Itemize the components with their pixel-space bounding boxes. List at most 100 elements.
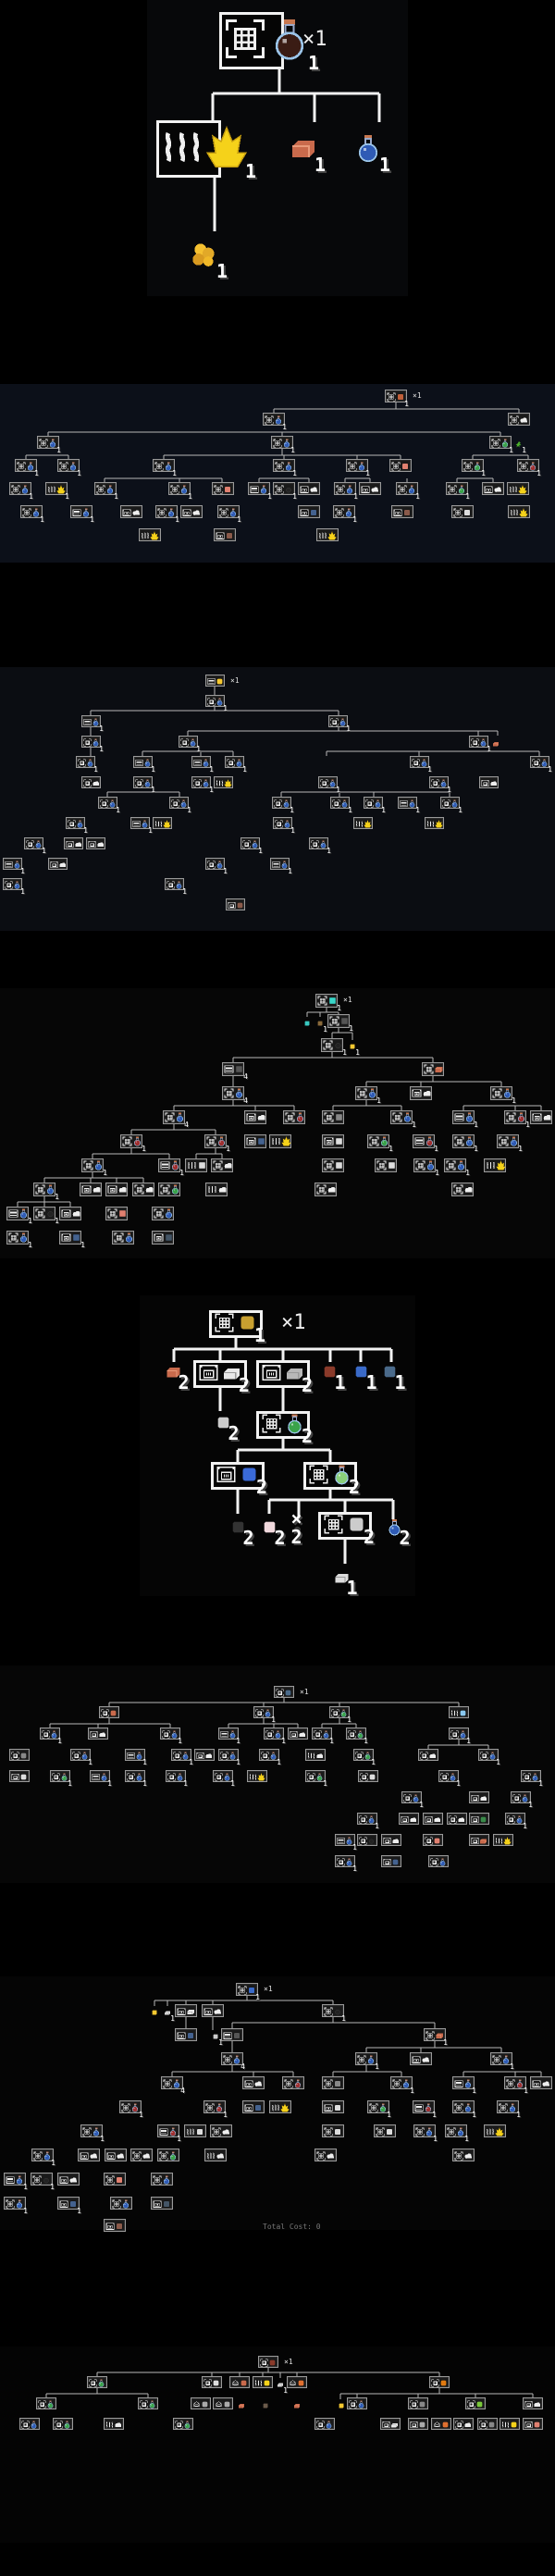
recipe-node[interactable]: 2 [193, 1360, 250, 1394]
recipe-node[interactable]: 1 [248, 482, 272, 500]
recipe-node[interactable] [322, 2124, 344, 2137]
recipe-node[interactable] [194, 1749, 215, 1761]
ingredient-item[interactable]: 1 [276, 2378, 288, 2394]
recipe-node[interactable] [202, 2376, 222, 2388]
ingredient-item[interactable]: 1 [163, 2006, 175, 2022]
ingredient-item[interactable]: 1 [355, 134, 390, 174]
recipe-node[interactable] [381, 1855, 401, 1867]
recipe-node[interactable]: 1 [119, 2100, 143, 2118]
recipe-node[interactable] [347, 2397, 367, 2409]
recipe-node[interactable]: 1 [264, 1728, 286, 1745]
recipe-node[interactable]: 1 [33, 1183, 59, 1201]
recipe-node[interactable]: 1 [205, 695, 228, 712]
recipe-node[interactable]: 1 [334, 482, 358, 500]
recipe-node[interactable]: 1 [396, 482, 420, 500]
recipe-node[interactable]: 1 [160, 1728, 182, 1745]
recipe-node[interactable]: 1 [511, 1791, 533, 1809]
recipe-node[interactable] [139, 528, 161, 541]
recipe-node[interactable] [253, 2376, 273, 2388]
recipe-node[interactable]: 1 [158, 1158, 184, 1177]
recipe-node[interactable] [530, 2076, 552, 2089]
recipe-node[interactable] [57, 2173, 80, 2186]
recipe-node[interactable] [380, 2418, 401, 2430]
recipe-node[interactable]: 2 [256, 1411, 313, 1445]
recipe-node[interactable]: 1 [490, 1086, 516, 1105]
recipe-node[interactable]: 1 [179, 736, 201, 753]
recipe-node[interactable] [36, 2397, 56, 2409]
recipe-node[interactable] [244, 1110, 266, 1124]
recipe-node[interactable]: 1 [273, 459, 297, 477]
recipe-node[interactable]: 1 [165, 878, 187, 896]
recipe-node[interactable] [422, 1062, 444, 1076]
ingredient-item[interactable]: 1 [211, 2030, 223, 2046]
recipe-node[interactable]: 2 [303, 1462, 360, 1496]
recipe-node[interactable] [399, 1813, 419, 1825]
recipe-node[interactable] [269, 2100, 291, 2113]
ingredient-item[interactable]: 2 [228, 1519, 254, 1547]
recipe-node[interactable] [180, 505, 203, 518]
recipe-node[interactable] [78, 2149, 100, 2161]
recipe-node[interactable] [381, 1834, 401, 1846]
recipe-node[interactable] [508, 505, 530, 518]
recipe-node[interactable] [298, 482, 320, 495]
recipe-node[interactable] [408, 2418, 428, 2430]
recipe-node[interactable]: 1 [191, 776, 214, 794]
recipe-node[interactable]: 1 [497, 2100, 521, 2118]
recipe-node[interactable]: 1 [166, 1770, 188, 1788]
recipe-node[interactable]: 1 [270, 858, 292, 875]
recipe-node[interactable] [214, 776, 233, 788]
recipe-node[interactable] [64, 837, 83, 849]
recipe-node[interactable]: 1 [424, 2028, 448, 2046]
recipe-node[interactable] [423, 1834, 443, 1846]
recipe-node[interactable] [175, 2004, 197, 2017]
recipe-node[interactable] [48, 858, 68, 870]
recipe-node[interactable] [283, 1110, 305, 1124]
recipe-node[interactable]: 1 [6, 1231, 32, 1249]
recipe-node[interactable] [452, 2149, 475, 2161]
recipe-node[interactable] [120, 505, 142, 518]
recipe-node[interactable]: 1 [9, 482, 33, 500]
recipe-node[interactable]: 1 [81, 715, 104, 733]
recipe-node[interactable] [112, 1231, 134, 1245]
recipe-node[interactable]: 1 [322, 2004, 346, 2022]
recipe-node[interactable] [469, 1791, 489, 1803]
recipe-node[interactable]: 1 [469, 736, 491, 753]
recipe-node[interactable] [314, 2149, 337, 2161]
recipe-node[interactable] [451, 505, 474, 518]
recipe-node[interactable] [214, 528, 236, 541]
recipe-node[interactable]: 1 [155, 505, 179, 523]
recipe-node[interactable] [484, 2124, 506, 2137]
recipe-node[interactable]: 1 [133, 776, 155, 794]
recipe-node[interactable] [81, 776, 101, 788]
recipe-node[interactable]: 1 [353, 1749, 376, 1766]
recipe-node[interactable]: 1 [15, 459, 39, 477]
recipe-node[interactable]: 1 [225, 756, 247, 774]
recipe-node[interactable]: 1 [253, 1706, 276, 1724]
recipe-node[interactable] [425, 817, 444, 829]
ingredient-item[interactable]: 1 [315, 1017, 327, 1033]
recipe-node[interactable] [465, 2397, 486, 2409]
recipe-node[interactable] [449, 1706, 469, 1718]
recipe-node[interactable]: 1 [204, 2100, 228, 2118]
recipe-node[interactable]: 1 [446, 482, 470, 500]
recipe-node[interactable] [151, 2173, 173, 2186]
recipe-node[interactable]: 1 [40, 1728, 62, 1745]
recipe-node[interactable]: 1 [490, 2052, 514, 2070]
recipe-node[interactable] [508, 413, 530, 426]
recipe-node[interactable] [353, 817, 373, 829]
recipe-node[interactable] [316, 528, 339, 541]
recipe-node[interactable] [130, 2149, 153, 2161]
recipe-node[interactable] [247, 1770, 267, 1782]
recipe-node[interactable]: 1 [59, 1231, 85, 1249]
recipe-node[interactable]: 1 [315, 994, 341, 1012]
recipe-node[interactable]: 1 [204, 1134, 230, 1153]
recipe-node[interactable]: 2 [211, 1462, 267, 1496]
recipe-node[interactable] [211, 1158, 233, 1172]
recipe-node[interactable]: 1 [346, 1728, 368, 1745]
recipe-node[interactable] [523, 2418, 543, 2430]
recipe-node[interactable] [202, 2004, 224, 2017]
ingredient-item[interactable] [491, 737, 500, 747]
recipe-node[interactable] [305, 1749, 326, 1761]
ingredient-item[interactable]: 1 [319, 1364, 346, 1392]
recipe-node[interactable] [205, 1183, 228, 1196]
